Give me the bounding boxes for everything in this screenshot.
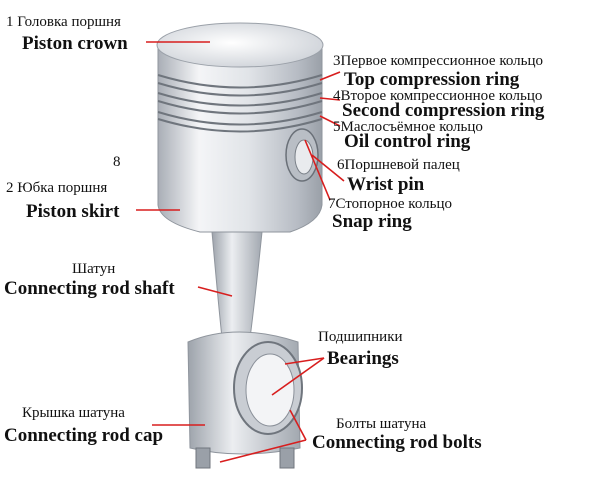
piston [156, 22, 324, 233]
leader-bolt-1 [219, 439, 307, 463]
label-bearings-en: Bearings [327, 348, 399, 369]
ring-grooves [157, 74, 323, 133]
leader-oil-ring [319, 115, 341, 127]
label-rod-shaft-ru: Шатун [72, 261, 116, 277]
label-rod-bolts-en: Connecting rod bolts [312, 432, 482, 453]
rod-bolt [195, 447, 211, 469]
label-bearings-ru: Подшипники [318, 329, 403, 345]
label-skirt-ru: 2 Юбка поршня [6, 180, 108, 196]
label-second-ring-en: Second compression ring [342, 100, 545, 121]
leader-bearing-2 [271, 357, 325, 396]
label-crown-en: Piston crown [22, 33, 128, 54]
leader-wrist-pin [311, 154, 345, 182]
label-snap-ring-en: Snap ring [332, 211, 412, 232]
label-rod-cap-ru: Крышка шатуна [22, 405, 125, 421]
label-rod-cap-en: Connecting rod cap [4, 425, 164, 446]
label-skirt-en: Piston skirt [26, 201, 120, 222]
label-top-ring-en: Top compression ring [344, 69, 520, 90]
label-wrist-pin-ru: 6Поршневой палец [337, 157, 460, 173]
leader-bolt-2 [289, 409, 307, 441]
label-oil-ring-ru: 5Маслосъёмное кольцо [333, 119, 483, 135]
label-oil-ring-en: Oil control ring [344, 131, 471, 152]
label-rod-shaft-en: Connecting rod shaft [4, 278, 175, 299]
leader-lines [136, 41, 345, 463]
label-crown-ru: 1 Головка поршня [6, 14, 121, 30]
leader-top-ring [319, 71, 341, 81]
label-second-ring-ru: 4Второе компрессионное кольцо [333, 88, 543, 104]
connecting-rod [187, 231, 303, 469]
label-floating-number: 8 [113, 154, 121, 170]
label-top-ring-ru: 3Первое компрессионное кольцо [333, 53, 544, 69]
leader-rod-shaft [197, 286, 233, 297]
leader-bearing-1 [284, 357, 325, 365]
label-wrist-pin-en: Wrist pin [347, 174, 425, 195]
leader-snap-ring [304, 139, 331, 201]
label-rod-bolts-ru: Болты шатуна [336, 416, 427, 432]
label-snap-ring-ru: 7Стопорное кольцо [328, 196, 452, 212]
leader-second-ring [319, 97, 341, 101]
